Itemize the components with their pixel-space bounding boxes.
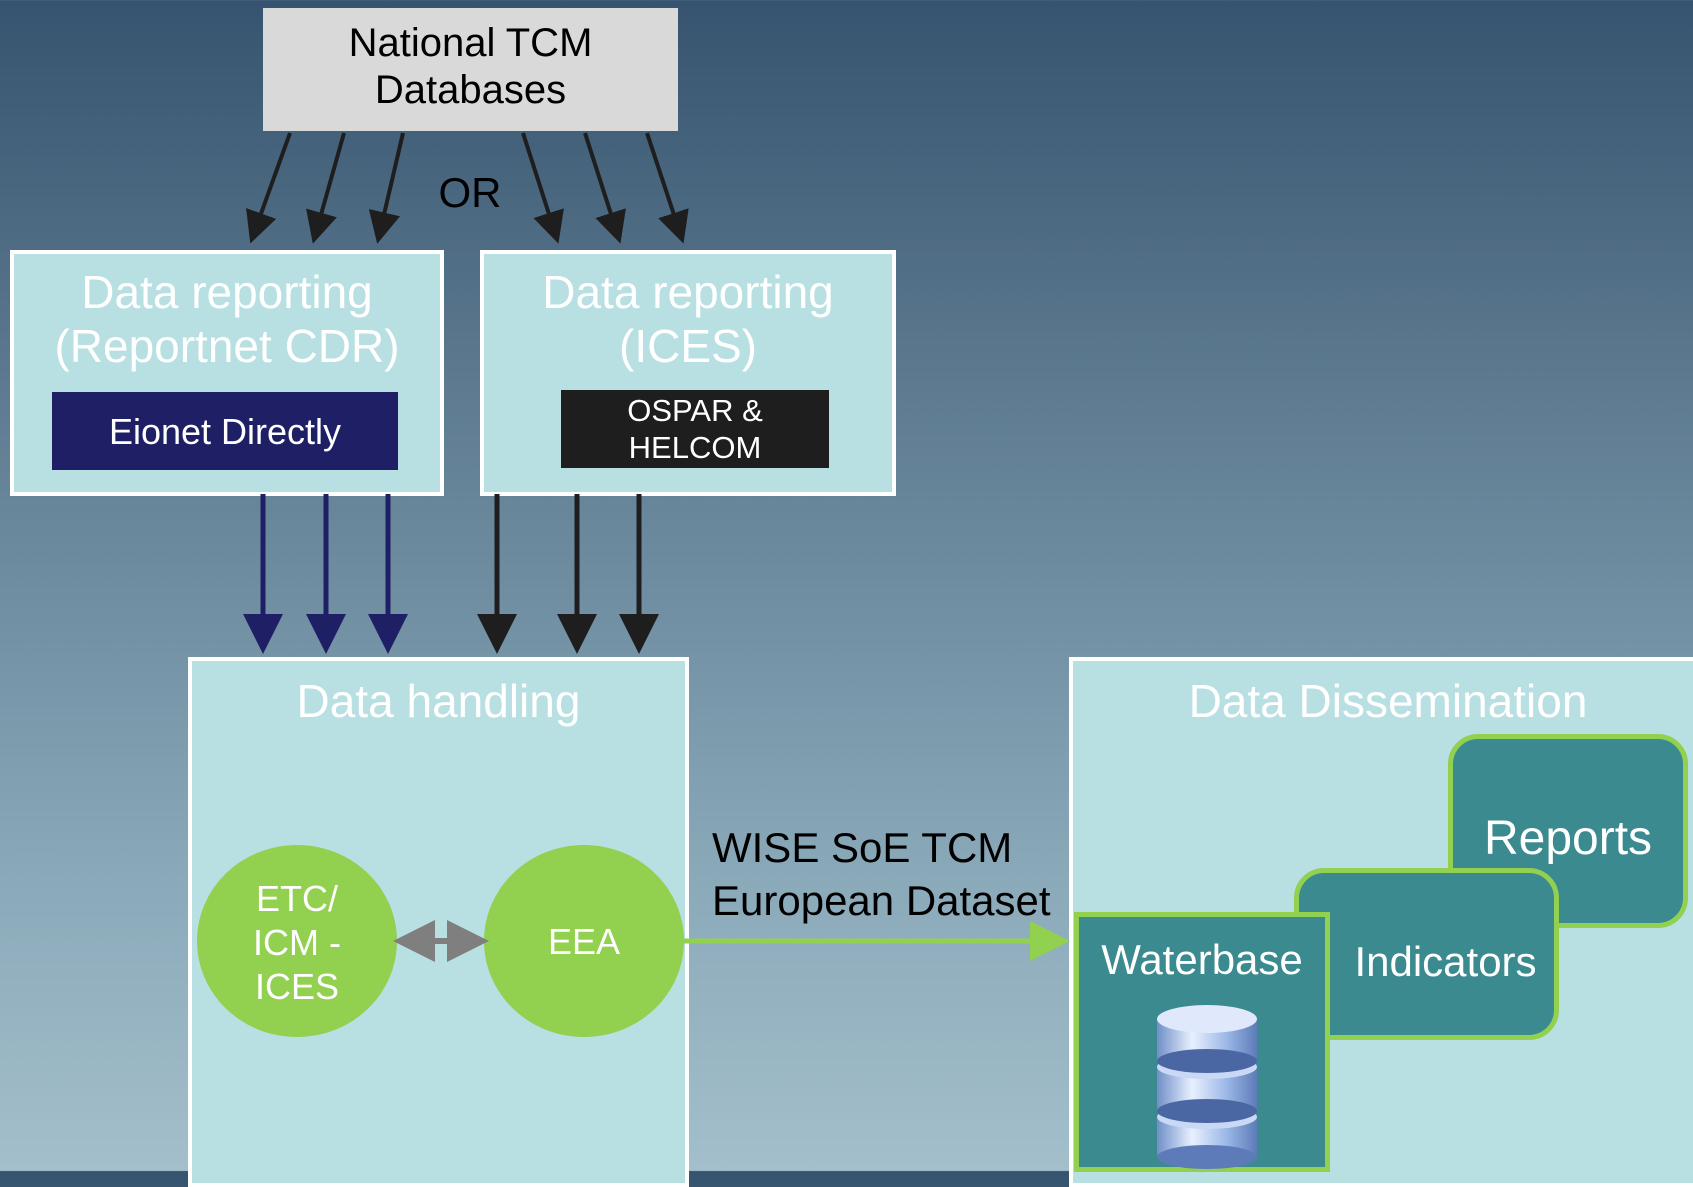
eionet-badge-label: Eionet Directly (108, 411, 342, 452)
reporting-ices-title: Data reporting (ICES) (542, 266, 834, 372)
etc-icm-ices-node: ETC/ ICM - ICES (197, 845, 397, 1037)
indicators-card: Indicators (1294, 868, 1559, 1040)
waterbase-card: Waterbase (1074, 912, 1330, 1172)
database-icon (1157, 1005, 1257, 1169)
data-handling-title: Data handling (296, 675, 581, 727)
eionet-badge: Eionet Directly (52, 392, 398, 470)
arrow-source-cdr-1 (246, 132, 292, 244)
eea-label: EEA (547, 921, 621, 962)
source-label: National TCM Databases (348, 21, 593, 112)
indicators-label: Indicators (1354, 938, 1537, 985)
ospar-helcom-label: OSPAR & HELCOM (627, 393, 763, 466)
reporting-ices-box: Data reporting (ICES) OSPAR & HELCOM (480, 250, 896, 496)
arrow-source-ices-3 (645, 132, 689, 244)
reports-label: Reports (1483, 812, 1653, 865)
reporting-cdr-title: Data reporting (Reportnet CDR) (54, 266, 400, 372)
arrow-source-cdr-3 (368, 132, 405, 244)
waterbase-label: Waterbase (1101, 936, 1303, 983)
data-dissemination-title: Data Dissemination (1188, 675, 1588, 727)
arrow-source-cdr-2 (306, 132, 346, 244)
source-box: National TCM Databases (263, 8, 678, 131)
arrow-source-ices-2 (583, 132, 626, 244)
eea-node: EEA (484, 845, 684, 1037)
reporting-cdr-box: Data reporting (Reportnet CDR) Eionet Di… (10, 250, 444, 496)
flow-label: WISE SoE TCM European Dataset (712, 824, 1051, 924)
ospar-helcom-badge: OSPAR & HELCOM (561, 390, 829, 468)
or-label: OR (438, 169, 502, 216)
arrow-source-ices-1 (521, 132, 564, 244)
etc-icm-ices-label: ETC/ ICM - ICES (253, 878, 341, 1007)
